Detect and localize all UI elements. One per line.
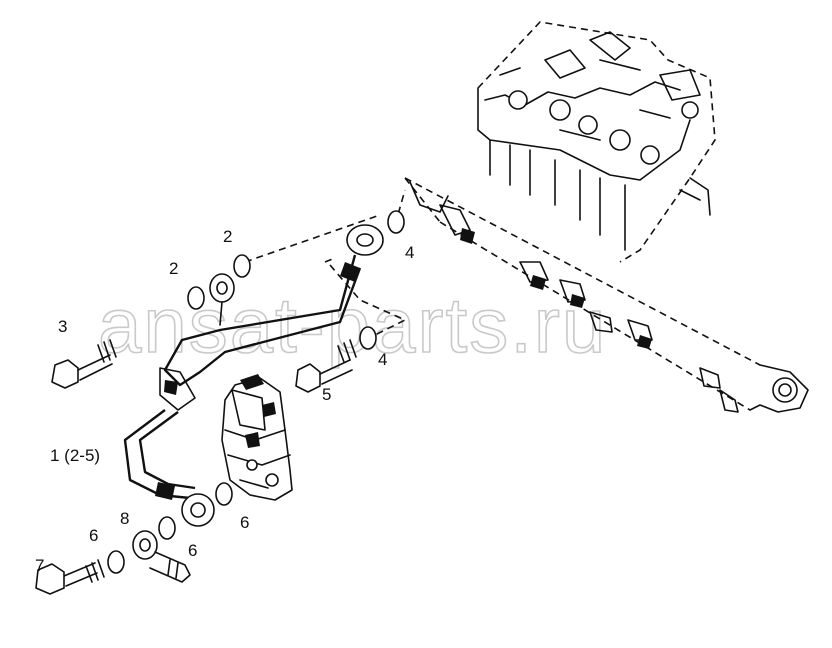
callout-4-lower: 4 bbox=[378, 350, 387, 369]
callout-4-upper: 4 bbox=[405, 243, 414, 262]
watermark-text: ansat-parts.ru bbox=[98, 281, 607, 369]
banjo-fitting bbox=[132, 530, 191, 583]
callout-6-mid: 6 bbox=[188, 541, 197, 560]
banjo-bolts bbox=[35, 339, 357, 595]
control-valve bbox=[221, 374, 293, 501]
callout-3: 3 bbox=[58, 317, 67, 336]
sealing-washers bbox=[107, 210, 405, 574]
callout-8: 8 bbox=[120, 509, 129, 528]
callout-2-lower: 2 bbox=[169, 259, 178, 278]
valve-block bbox=[477, 21, 716, 263]
callout-6-right: 6 bbox=[240, 513, 249, 532]
callout-2-upper: 2 bbox=[223, 227, 232, 246]
manifold-rail bbox=[404, 177, 809, 413]
hose-assembly bbox=[123, 224, 384, 527]
callout-7: 7 bbox=[35, 556, 44, 575]
callout-6-left: 6 bbox=[89, 526, 98, 545]
callout-1-hose-assembly: 1 (2-5) bbox=[50, 446, 100, 465]
callout-5: 5 bbox=[322, 385, 331, 404]
